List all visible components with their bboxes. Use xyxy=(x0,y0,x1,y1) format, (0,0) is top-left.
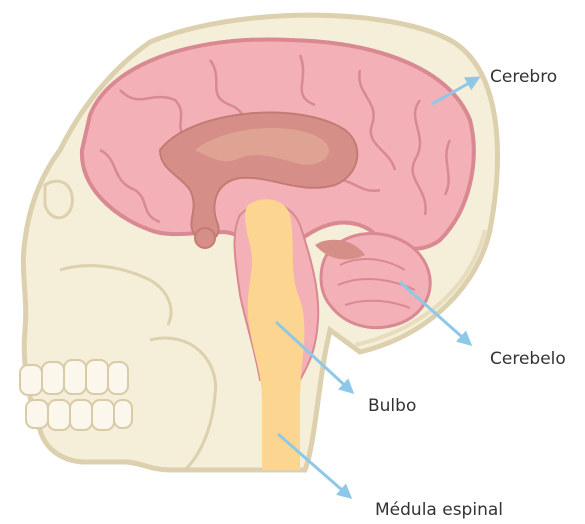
label-medula-espinal: Médula espinal xyxy=(375,500,503,520)
pituitary xyxy=(195,228,215,248)
label-bulbo: Bulbo xyxy=(368,396,416,416)
label-cerebro: Cerebro xyxy=(490,67,557,87)
label-cerebelo: Cerebelo xyxy=(490,349,566,369)
